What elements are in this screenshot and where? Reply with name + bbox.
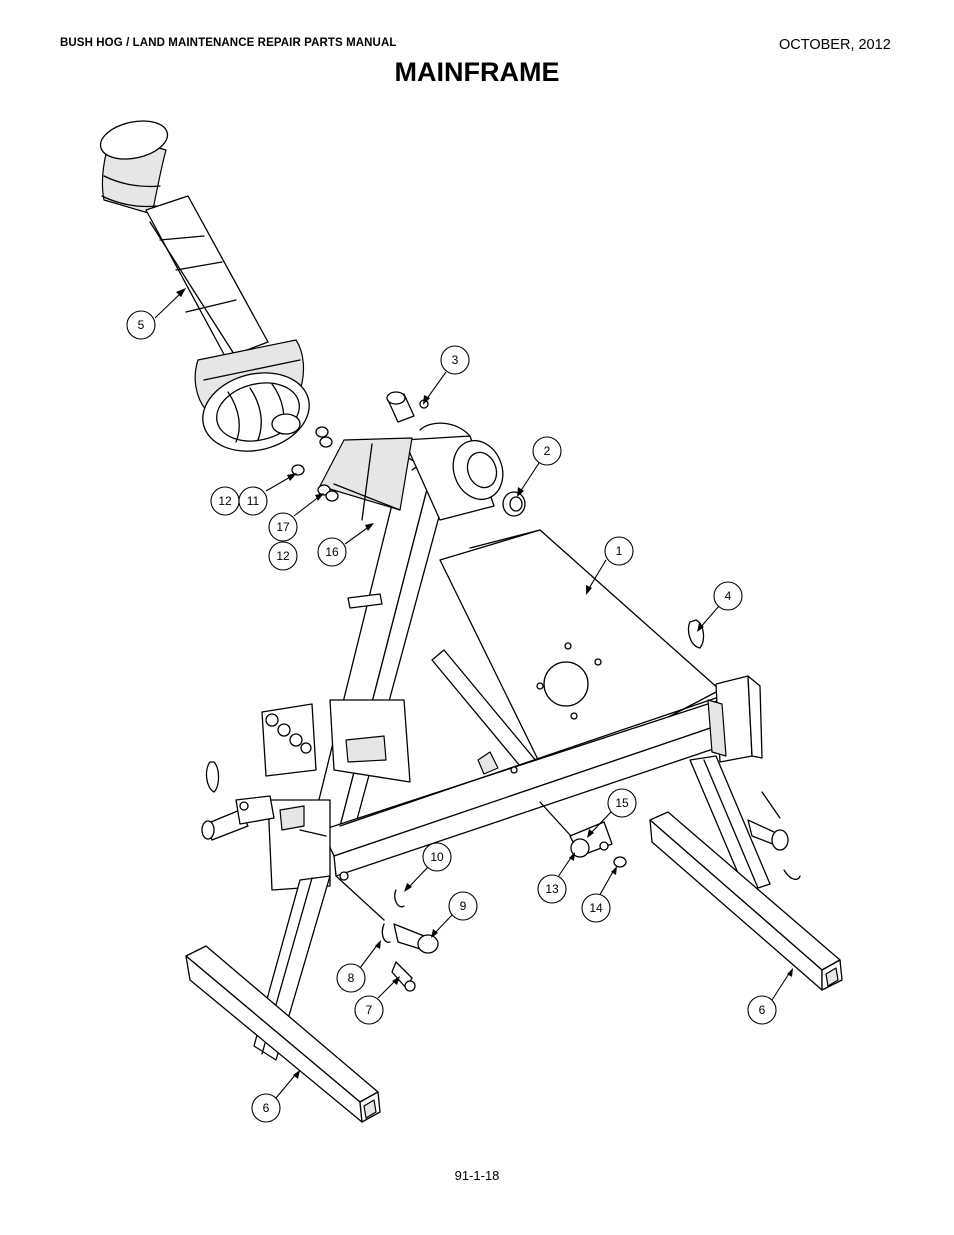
callout-balloon-9: 9: [448, 891, 478, 921]
svg-text:16: 16: [325, 545, 339, 559]
callout-balloon-7: 7: [354, 995, 384, 1025]
svg-text:6: 6: [263, 1101, 270, 1115]
callout-leaders: [154, 288, 793, 1099]
manual-date: OCTOBER, 2012: [779, 37, 891, 53]
svg-text:13: 13: [545, 882, 559, 896]
callout-balloon-2: 2: [532, 436, 562, 466]
callout-balloon-11: 11: [238, 486, 268, 516]
svg-text:8: 8: [348, 971, 355, 985]
svg-text:14: 14: [589, 901, 603, 915]
svg-text:12: 12: [276, 549, 290, 563]
callout-balloon-14: 14: [581, 893, 611, 923]
svg-text:3: 3: [452, 353, 459, 367]
callout-balloon-3: 3: [440, 345, 470, 375]
callout-balloon-6-left: 6: [251, 1093, 281, 1123]
callout-balloon-13: 13: [537, 874, 567, 904]
mainframe-drawing: [201, 422, 801, 891]
callout-balloon-15: 15: [607, 788, 637, 818]
svg-text:4: 4: [725, 589, 732, 603]
page-number: 91-1-18: [454, 1168, 500, 1183]
callout-balloon-12-upper: 12: [210, 486, 240, 516]
callout-balloon-8: 8: [336, 963, 366, 993]
legs-and-skids-drawing: [185, 755, 843, 1123]
svg-text:9: 9: [460, 899, 467, 913]
callout-balloon-6-right: 6: [747, 995, 777, 1025]
svg-text:17: 17: [276, 520, 290, 534]
manual-title: BUSH HOG / LAND MAINTENANCE REPAIR PARTS…: [60, 37, 397, 49]
svg-text:15: 15: [615, 796, 629, 810]
svg-text:11: 11: [247, 494, 260, 508]
callout-balloon-17: 17: [268, 512, 298, 542]
svg-text:7: 7: [366, 1003, 373, 1017]
page-title: MAINFRAME: [394, 57, 560, 87]
svg-text:2: 2: [544, 444, 551, 458]
svg-text:12: 12: [218, 494, 232, 508]
callout-balloon-12-lower: 12: [268, 541, 298, 571]
callout-balloon-5: 5: [126, 310, 156, 340]
callout-balloon-16: 16: [317, 537, 347, 567]
callout-balloon-10: 10: [422, 842, 452, 872]
pto-driveline-drawing: [99, 120, 310, 452]
svg-text:5: 5: [138, 318, 145, 332]
svg-text:10: 10: [430, 850, 444, 864]
pins-and-bushings-drawing: [291, 391, 627, 992]
callout-balloon-1: 1: [604, 536, 634, 566]
callout-balloon-4: 4: [713, 581, 743, 611]
svg-text:6: 6: [759, 1003, 766, 1017]
svg-text:1: 1: [616, 544, 623, 558]
